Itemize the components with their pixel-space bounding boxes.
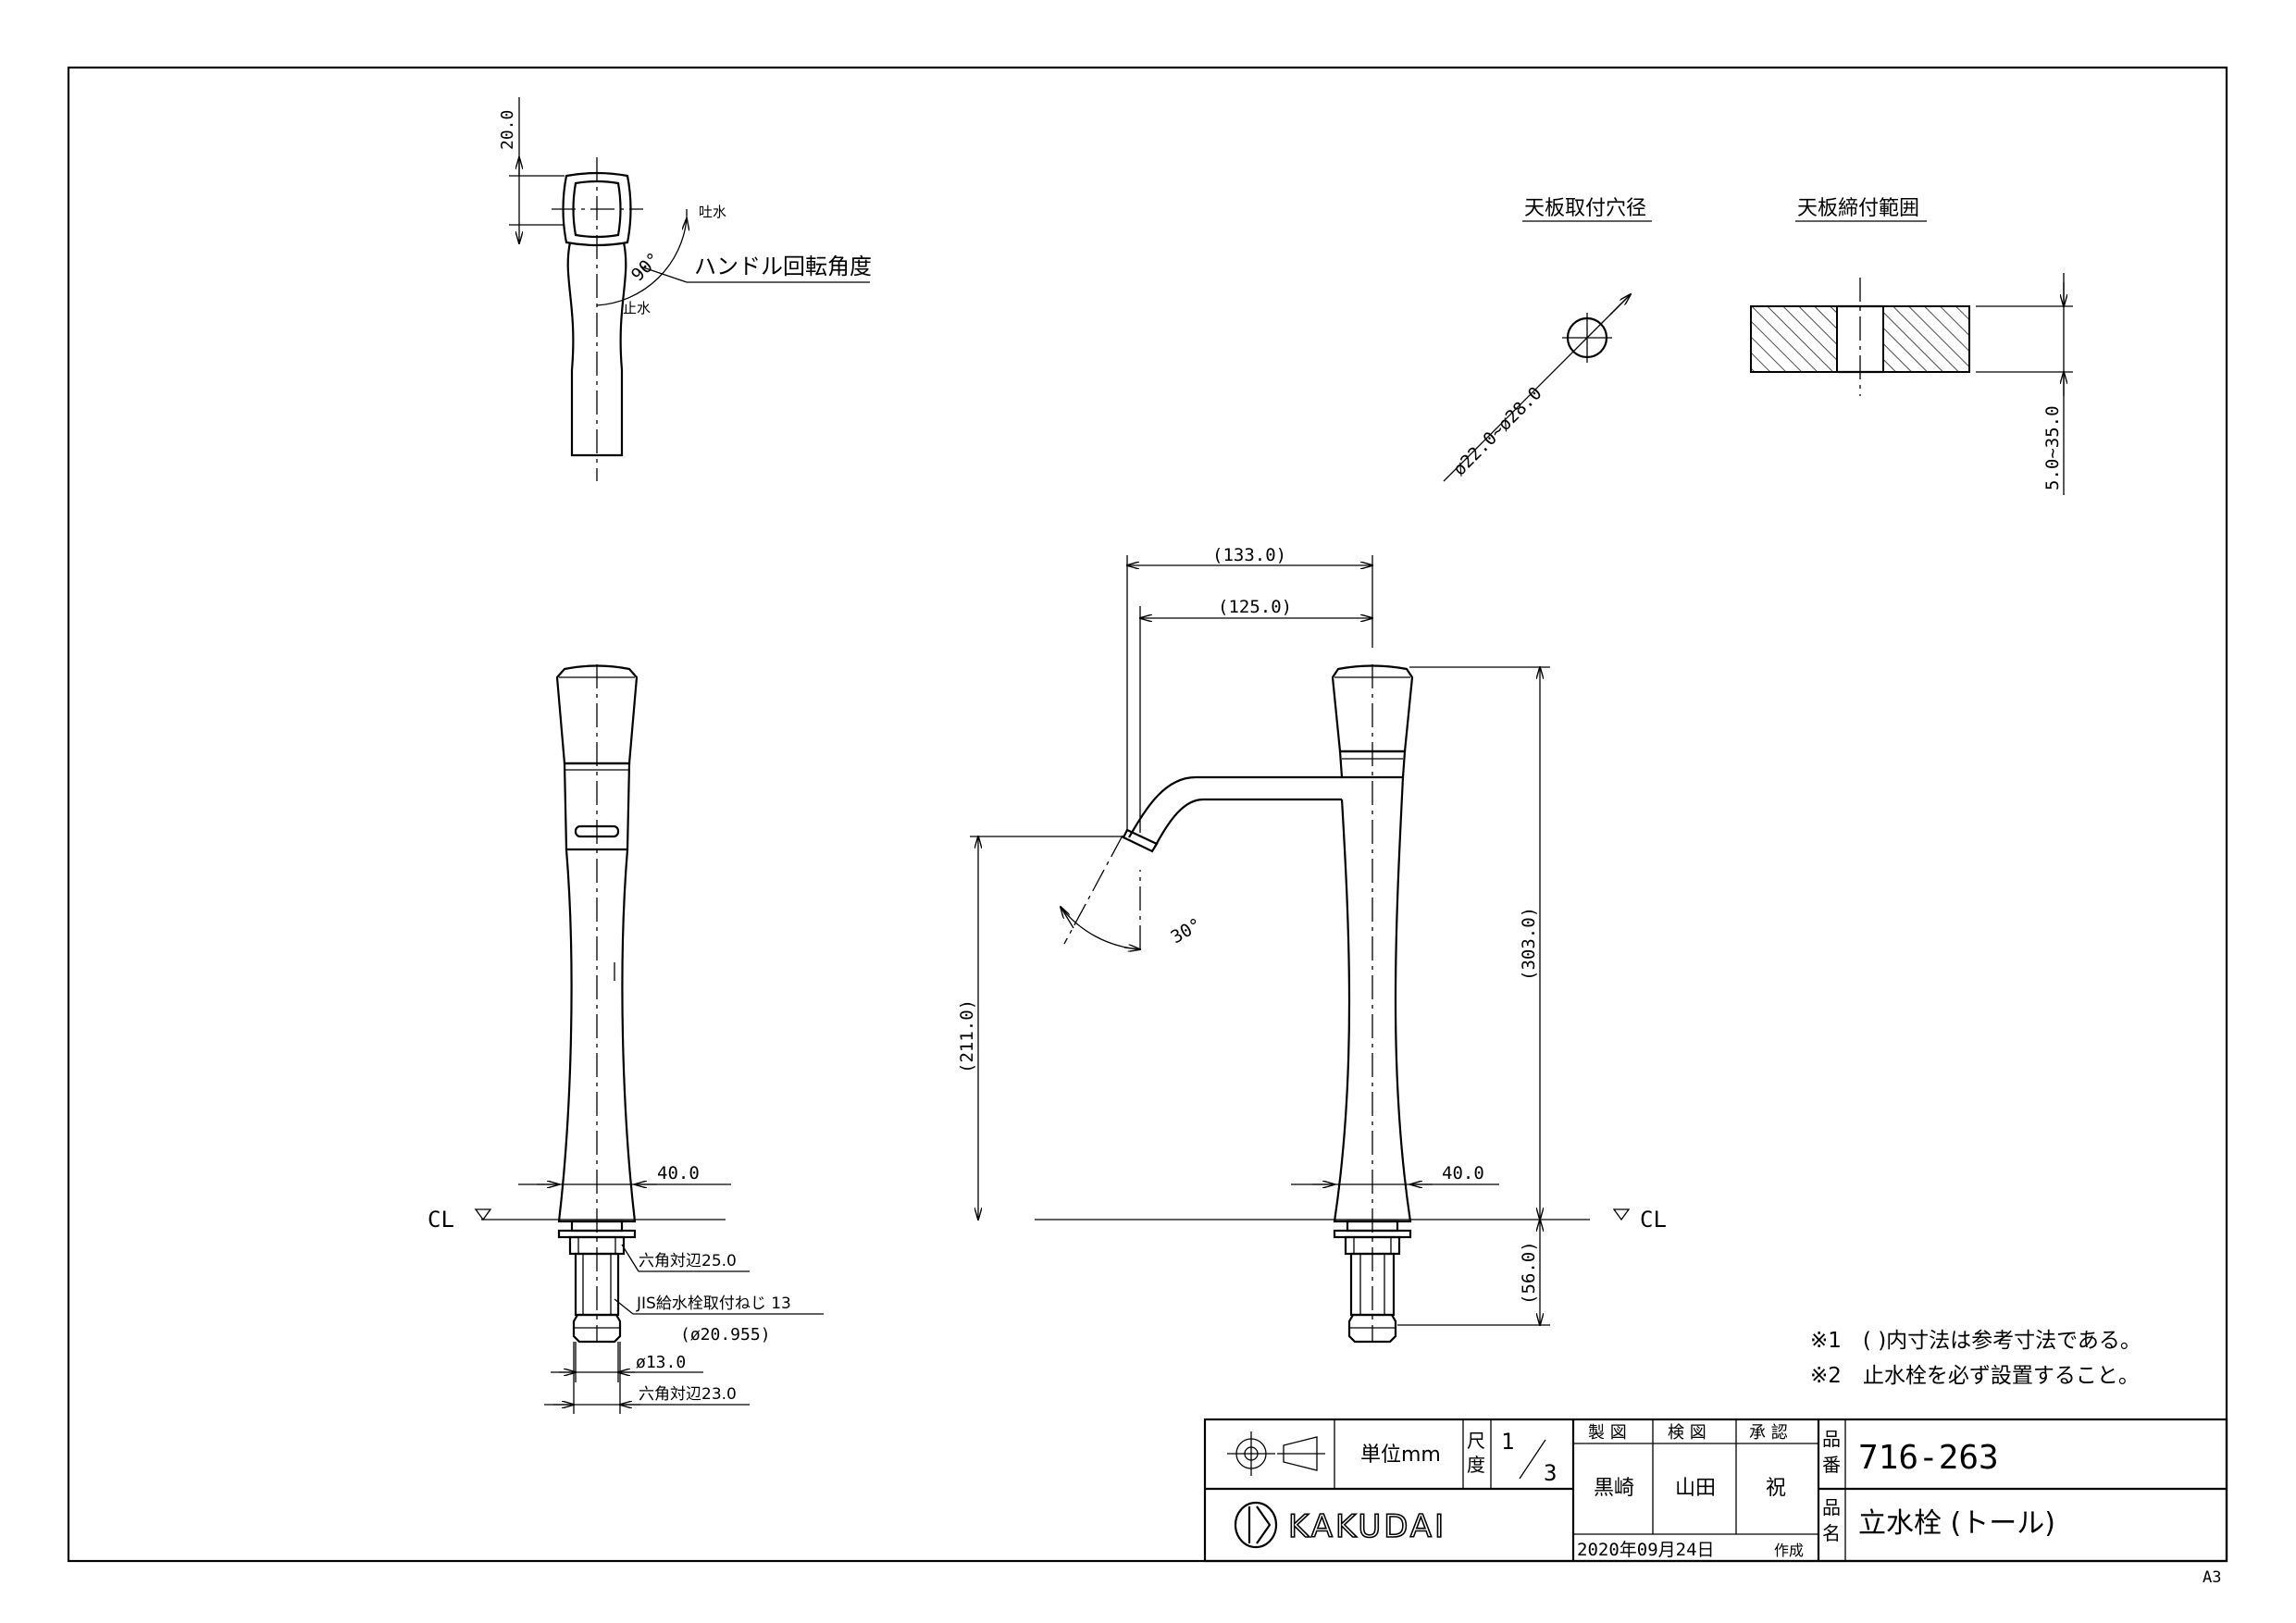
scale-den: 3 [1544, 1460, 1557, 1486]
top-height-dim: 20.0 [498, 110, 517, 150]
part-no-label-2: 番 [1822, 1454, 1841, 1476]
name-label-1: 品 [1822, 1496, 1841, 1518]
pipe-dim: ø13.0 [636, 1353, 686, 1372]
name-check: 山田 [1675, 1477, 1716, 1500]
product-name: 立水栓 (トール) [1858, 1507, 2055, 1540]
note-1: ※1 ( )内寸法は参考寸法である。 [1810, 1329, 2141, 1353]
spout-angle: 30° [1168, 914, 1206, 948]
mount-hole-dim: ø22.0~ø28.0 [1449, 383, 1546, 480]
mount-hole-view: 天板取付穴径 ø22.0~ø28.0 [1443, 197, 1652, 482]
drawing-date: 2020年09月24日 [1577, 1540, 1715, 1560]
name-label-2: 名 [1822, 1522, 1841, 1544]
projection-symbol [1227, 1431, 1325, 1476]
mount-hole-title: 天板取付穴径 [1524, 197, 1646, 220]
scale-label-1: 尺 [1467, 1430, 1485, 1452]
part-number: 716-263 [1858, 1439, 1999, 1477]
scale-label-2: 度 [1467, 1454, 1485, 1476]
clamp-range-dim: 5.0~35.0 [2042, 405, 2063, 490]
dim-211: (211.0) [957, 999, 977, 1073]
rotation-angle: 90° [627, 249, 664, 286]
role-draft: 製 図 [1588, 1423, 1627, 1443]
unit-label: 単位mm [1360, 1443, 1441, 1467]
title-block: 単位mm 尺 度 1 3 製 図 検 図 承 認 黒崎 山田 祝 品 番 716… [1203, 1418, 2228, 1563]
note-2: ※2 止水栓を必ず設置すること。 [1810, 1364, 2140, 1388]
thread-label: JIS給水栓取付ねじ 13 [636, 1295, 791, 1313]
dim-56: (56.0) [1519, 1241, 1539, 1305]
hex-lower-label: 六角対辺23.0 [639, 1385, 737, 1404]
front-view: 30° CL 40.0 (133.0) (125.0) [957, 545, 1667, 1344]
dim-133: (133.0) [1212, 545, 1286, 565]
role-check: 検 図 [1668, 1423, 1706, 1443]
side-width-dim: 40.0 [657, 1163, 700, 1183]
role-approve: 承 認 [1749, 1423, 1788, 1443]
scale-num: 1 [1501, 1429, 1514, 1455]
outlet-label: 吐水 [699, 204, 726, 220]
name-draft: 黒崎 [1594, 1477, 1634, 1500]
hex-upper-label: 六角対辺25.0 [639, 1252, 737, 1270]
date-suffix: 作成 [1774, 1542, 1804, 1559]
sheet-border [67, 66, 2228, 1563]
stop-label: 止水 [623, 300, 651, 316]
thread-sub-label: (ø20.955) [680, 1325, 771, 1344]
dim-303: (303.0) [1519, 907, 1539, 981]
handle-angle-label: ハンドル回転角度 [694, 254, 872, 279]
dim-125: (125.0) [1218, 597, 1292, 617]
clamp-range-view: 天板締付範囲 5.0~35.0 [1750, 197, 2073, 495]
side-cl-label: CL [428, 1207, 454, 1233]
front-cl-label: CL [1640, 1207, 1667, 1233]
top-view: 20.0 吐水 止水 90° ハンドル回転角度 [498, 97, 872, 481]
name-approve: 祝 [1766, 1477, 1786, 1500]
clamp-range-title: 天板締付範囲 [1797, 197, 1919, 220]
notes: ※1 ( )内寸法は参考寸法である。 ※2 止水栓を必ず設置すること。 [1810, 1329, 2141, 1388]
front-width-dim: 40.0 [1442, 1163, 1484, 1183]
part-no-label-1: 品 [1822, 1428, 1841, 1450]
company-logo: KAKUDAI [1234, 1501, 1446, 1549]
side-view: CL 40.0 六角対辺25.0 JIS給水栓取付ねじ 13 (ø20.955)… [428, 664, 824, 1414]
company-name: KAKUDAI [1288, 1508, 1446, 1545]
sheet-size: A3 [2203, 1568, 2221, 1587]
